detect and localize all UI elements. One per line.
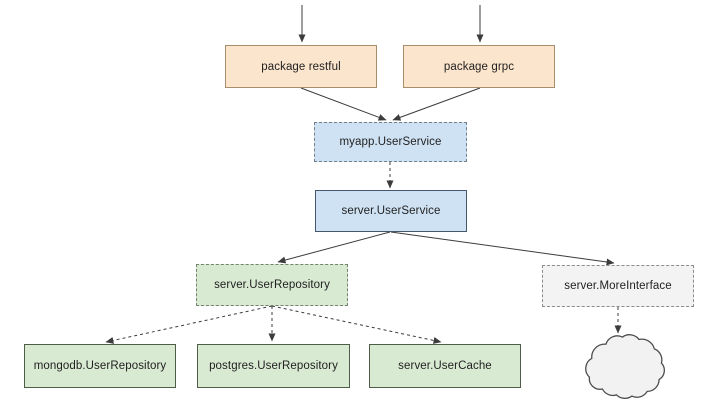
edge-server-userrepository-to-mongodb-userrepository	[105, 305, 273, 344]
node-server-userservice: server.UserService	[315, 190, 467, 232]
edge-server-userrepository-to-server-usercache	[271, 305, 442, 344]
cloud-icon	[585, 334, 665, 399]
node-server-userrepository: server.UserRepository	[196, 264, 348, 306]
node-server-usercache: server.UserCache	[369, 344, 521, 388]
node-postgres-userrepository: postgres.UserRepository	[197, 344, 350, 388]
node-mongodb-userrepository: mongodb.UserRepository	[24, 344, 176, 388]
edge-package-restful-to-myapp-userservice	[300, 87, 387, 121]
node-myapp-userservice: myapp.UserService	[314, 122, 467, 162]
node-package-grpc: package grpc	[403, 45, 555, 88]
edge-server-userservice-to-server-moreinterface	[390, 231, 615, 266]
node-package-restful: package restful	[225, 45, 377, 88]
node-server-moreinterface: server.MoreInterface	[542, 265, 694, 307]
edge-server-userservice-to-server-userrepository	[277, 231, 391, 264]
edge-package-grpc-to-myapp-userservice	[392, 87, 481, 121]
